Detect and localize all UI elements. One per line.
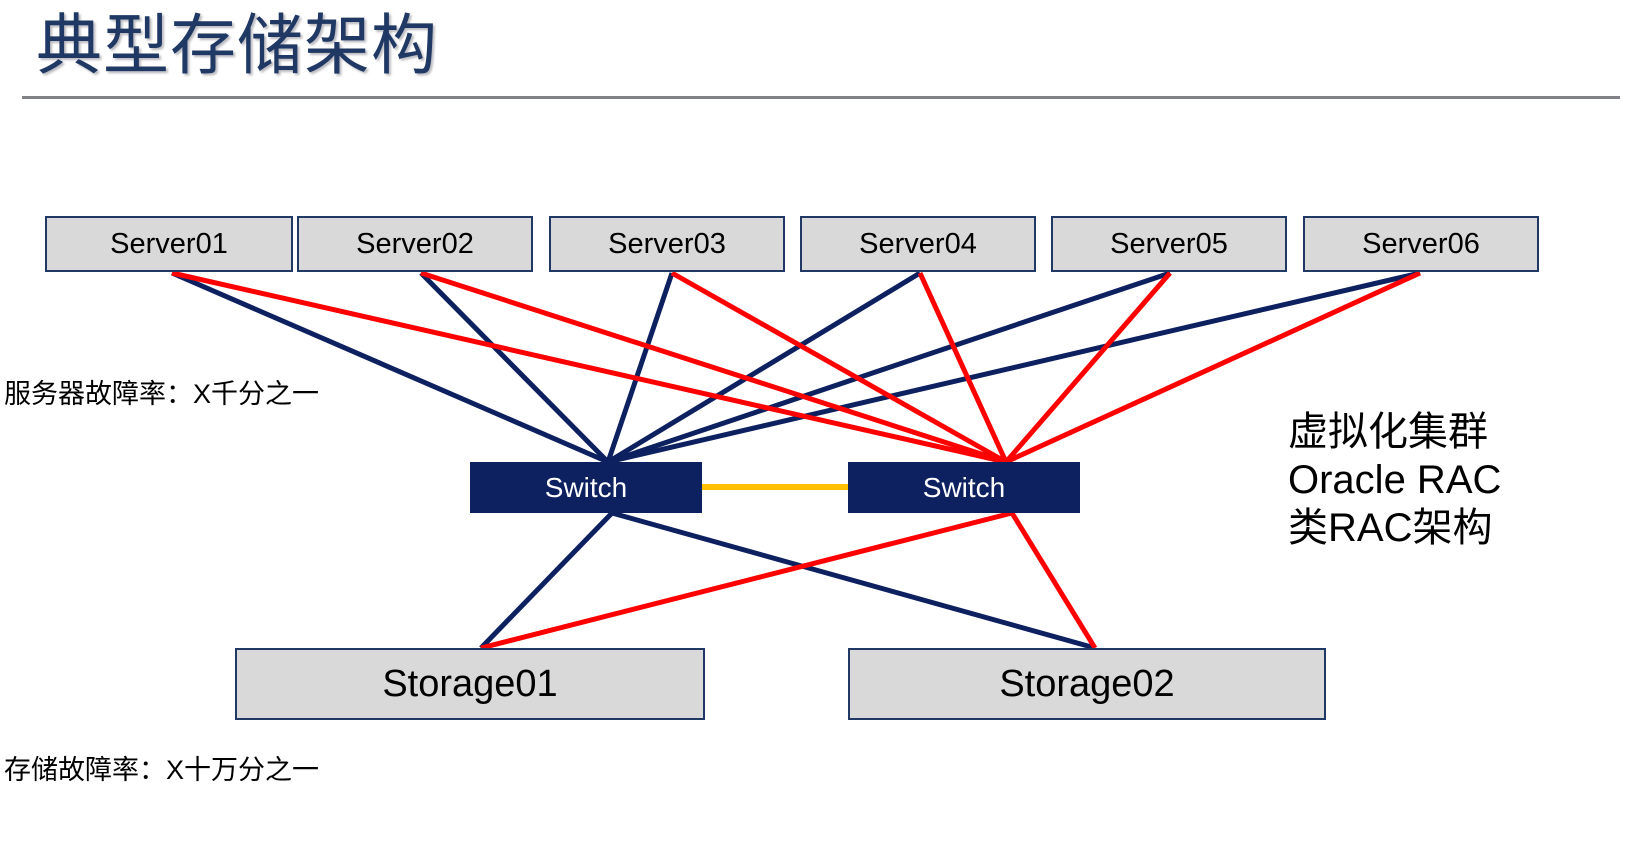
cluster-note-line-3: 类RAC架构 [1288, 506, 1493, 550]
link-server3-switch1 [605, 272, 675, 463]
cluster-note-line-2: Oracle RAC [1288, 458, 1502, 502]
storage-failure-rate-label: 存储故障率：X十万分之一 [4, 755, 320, 785]
link-server4-switch1 [606, 270, 922, 465]
server-node-4[interactable]: Server04 [800, 216, 1036, 272]
cluster-note: 虚拟化集群 Oracle RAC 类RAC架构 [1288, 408, 1501, 552]
cluster-note-line-1: 虚拟化集群 [1288, 410, 1488, 454]
link-server2-switch2 [420, 270, 1007, 465]
server-node-label: Server04 [859, 227, 977, 260]
switch-node-1[interactable]: Switch [470, 462, 702, 513]
server-node-label: Server03 [608, 227, 726, 260]
server-failure-rate-label: 服务器故障率：X千分之一 [4, 379, 320, 409]
switch-node-label: Switch [544, 471, 628, 503]
link-server2-switch1 [419, 271, 610, 464]
title-divider [22, 96, 1620, 99]
server-node-label: Server02 [356, 227, 474, 260]
link-server1-switch1 [171, 270, 609, 465]
storage-node-2[interactable]: Storage02 [848, 648, 1326, 720]
server-node-1[interactable]: Server01 [45, 216, 293, 272]
server-node-3[interactable]: Server03 [549, 216, 785, 272]
link-server6-switch1 [607, 270, 1421, 465]
server-node-label: Server05 [1110, 227, 1228, 260]
link-server6-switch2 [1004, 270, 1422, 465]
link-server5-switch1 [607, 270, 1171, 465]
link-switch2-storage2 [1009, 511, 1098, 650]
server-node-2[interactable]: Server02 [297, 216, 533, 272]
link-server3-switch2 [670, 270, 1008, 465]
link-server5-switch2 [1004, 271, 1172, 464]
storage-node-label: Storage02 [999, 662, 1175, 705]
switch-node-2[interactable]: Switch [848, 462, 1080, 513]
page-title: 典型存储架构 [36, 8, 438, 82]
server-node-5[interactable]: Server05 [1051, 216, 1287, 272]
server-node-label: Server01 [110, 227, 228, 260]
link-server1-switch2 [171, 270, 1007, 465]
switch-node-label: Switch [922, 471, 1006, 503]
link-server4-switch2 [917, 271, 1009, 464]
storage-node-1[interactable]: Storage01 [235, 648, 705, 720]
server-node-6[interactable]: Server06 [1303, 216, 1539, 272]
storage-node-label: Storage01 [382, 662, 558, 705]
server-node-label: Server06 [1362, 227, 1480, 260]
link-switch1-storage2 [611, 510, 1096, 651]
link-switch1-storage1 [479, 511, 614, 650]
link-switch2-storage1 [480, 510, 1013, 651]
